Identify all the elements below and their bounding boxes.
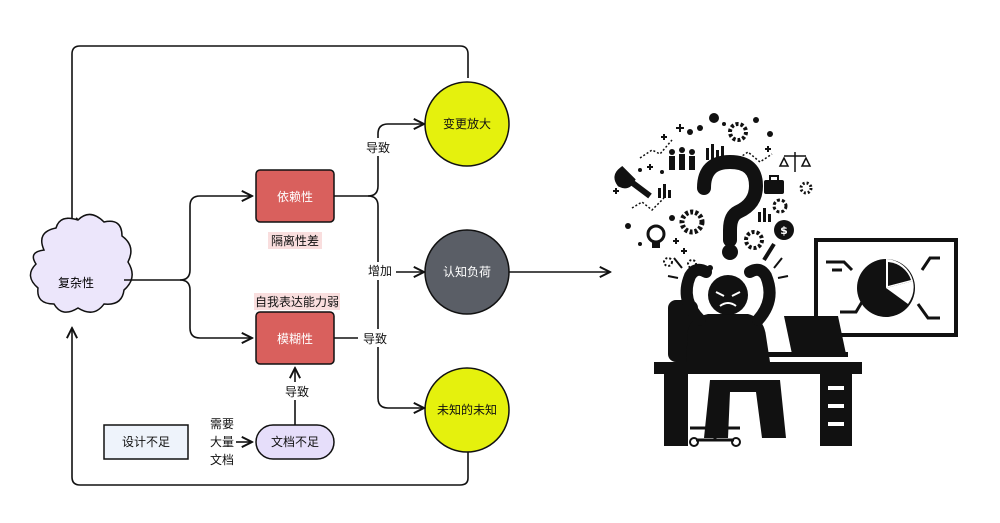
chart-icon	[658, 144, 771, 222]
complexity-node: 复杂性	[29, 213, 133, 313]
people-icon	[669, 147, 695, 170]
scale-icon	[778, 152, 812, 172]
edge-label-bg-docs	[280, 382, 314, 400]
person-torso	[686, 314, 770, 362]
desk-top	[654, 362, 862, 374]
feedback-loop-top	[72, 45, 469, 228]
insufficient-docs-node: 文档不足	[255, 424, 335, 460]
question-mark-icon	[697, 154, 764, 260]
weak-self-expression-note: 自我表达能力弱	[255, 295, 339, 309]
edge-to-change-amplification	[334, 124, 424, 197]
insufficient-design-node: 设计不足	[103, 424, 189, 460]
money-bag-icon: $	[762, 220, 794, 262]
edge-label-leads-to-top: 导致	[366, 141, 390, 155]
laptop-icon	[784, 316, 846, 354]
edge-label-bg-bottom	[358, 329, 394, 347]
obscurity-node: 模糊性	[255, 311, 335, 365]
cognitive-load-node: 认知负荷	[424, 229, 510, 315]
insufficient-design-label: 设计不足	[122, 435, 170, 449]
briefcase-icon	[764, 175, 784, 194]
obscurity-label: 模糊性	[277, 331, 313, 346]
edge-label-leads-to-bottom: 导致	[363, 332, 387, 346]
svg-text:$: $	[780, 224, 788, 237]
weak-self-expression-highlight	[254, 293, 340, 310]
edge-label-bg-top	[360, 138, 396, 156]
whiteboard	[814, 238, 958, 337]
edge-label-leads-to-obscurity: 导致	[285, 385, 309, 399]
unknown-unknowns-node: 未知的未知	[424, 367, 510, 453]
dependency-node: 依赖性	[255, 169, 335, 223]
edge-complexity-obscurity	[179, 279, 252, 338]
decorative-dots	[625, 113, 773, 271]
wrench-icon	[614, 166, 652, 199]
needs-docs-line2: 大量	[210, 435, 234, 449]
person-head	[708, 275, 748, 315]
edge-label-increase: 增加	[368, 264, 392, 278]
dependency-label: 依赖性	[277, 189, 313, 204]
unknown-unknowns-label: 未知的未知	[437, 402, 497, 417]
person-legs	[704, 380, 786, 438]
desk-leg-left	[664, 374, 688, 446]
lightbulb-icon	[646, 224, 666, 248]
feedback-loop-bottom	[72, 328, 469, 486]
poor-isolation-highlight	[268, 232, 322, 249]
cognitive-load-label: 认知负荷	[443, 265, 491, 279]
gear-icon	[663, 122, 813, 269]
insufficient-docs-label: 文档不足	[271, 434, 319, 449]
needs-docs-line3: 文档	[210, 452, 234, 467]
desk-drawer	[820, 374, 852, 446]
change-amplification-node: 变更放大	[424, 81, 510, 167]
poor-isolation-note: 隔离性差	[271, 233, 319, 248]
complexity-label: 复杂性	[58, 276, 94, 290]
edge-complexity-split	[124, 196, 252, 281]
edge-dependency-down	[367, 195, 424, 408]
stressed-person-illustration: $	[613, 113, 958, 447]
edge-label-bg-mid	[360, 262, 396, 280]
change-amplification-label: 变更放大	[443, 116, 491, 131]
decorative-pluses	[613, 124, 771, 254]
needs-docs-line1: 需要	[210, 417, 234, 431]
